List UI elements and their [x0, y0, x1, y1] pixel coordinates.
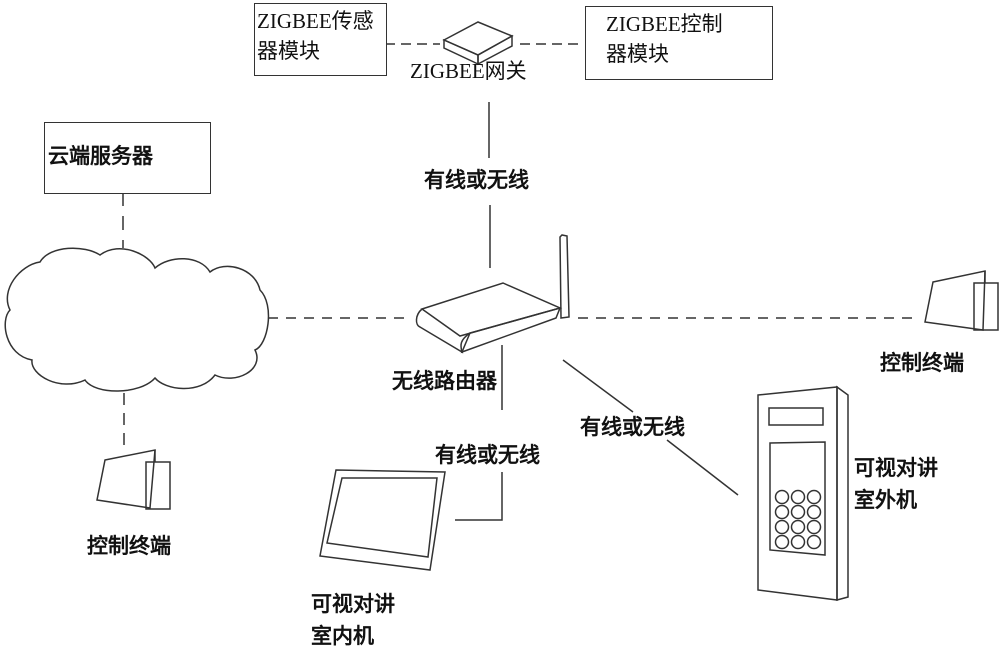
zigbee-gateway-icon — [442, 21, 514, 66]
keypad-button — [806, 504, 822, 520]
control-terminal-right-icon — [924, 270, 999, 331]
edge-router-indoor-lower — [455, 472, 503, 521]
cloud-server-label: 云端服务器 — [48, 144, 153, 168]
outdoor-unit-label: 可视对讲 室外机 — [854, 452, 938, 516]
zigbee-controller-module-label-2: 器模块 — [606, 42, 669, 66]
outdoor-unit-icon — [757, 385, 849, 601]
keypad-button — [806, 489, 822, 505]
indoor-unit-label-1: 可视对讲 — [311, 592, 395, 616]
zigbee-sensor-module-label-2: 器模块 — [257, 39, 320, 63]
edge-label-router-indoor: 有线或无线 — [435, 443, 540, 467]
keypad-button — [790, 519, 806, 535]
router-label: 无线路由器 — [392, 369, 497, 393]
zigbee-sensor-module-label-1: ZIGBEE传感 — [257, 9, 374, 33]
zigbee-controller-module-label-1: ZIGBEE控制 — [606, 12, 723, 36]
keypad-button — [790, 504, 806, 520]
indoor-unit-icon — [319, 469, 446, 571]
keypad-button — [774, 519, 790, 535]
keypad-button — [806, 534, 822, 550]
control-terminal-left-label: 控制终端 — [87, 534, 171, 558]
keypad-button — [806, 519, 822, 535]
indoor-unit-label: 可视对讲 室内机 — [311, 588, 395, 652]
cloud-server-box: 云端服务器 — [44, 122, 211, 194]
indoor-unit-label-2: 室内机 — [311, 624, 374, 648]
keypad-button — [790, 489, 806, 505]
edge-router-outdoor-a — [562, 359, 634, 413]
control-terminal-right-label: 控制终端 — [880, 351, 964, 375]
zigbee-gateway-label: ZIGBEE网关 — [410, 59, 527, 83]
cloud-icon — [4, 247, 270, 392]
keypad-button — [774, 504, 790, 520]
edge-router-outdoor-b — [666, 439, 739, 496]
keypad-button — [774, 534, 790, 550]
outdoor-unit-label-1: 可视对讲 — [854, 456, 938, 480]
zigbee-controller-module-box: ZIGBEE控制 器模块 — [585, 6, 773, 80]
edge-label-router-outdoor: 有线或无线 — [580, 415, 685, 439]
keypad-button — [774, 489, 790, 505]
control-terminal-left-icon — [96, 449, 171, 510]
keypad-button — [790, 534, 806, 550]
zigbee-sensor-module-box: ZIGBEE传感 器模块 — [254, 3, 387, 76]
router-icon — [415, 234, 570, 354]
edge-label-gateway-router: 有线或无线 — [424, 168, 529, 192]
outdoor-unit-label-2: 室外机 — [854, 488, 917, 512]
outdoor-keypad — [774, 489, 822, 550]
